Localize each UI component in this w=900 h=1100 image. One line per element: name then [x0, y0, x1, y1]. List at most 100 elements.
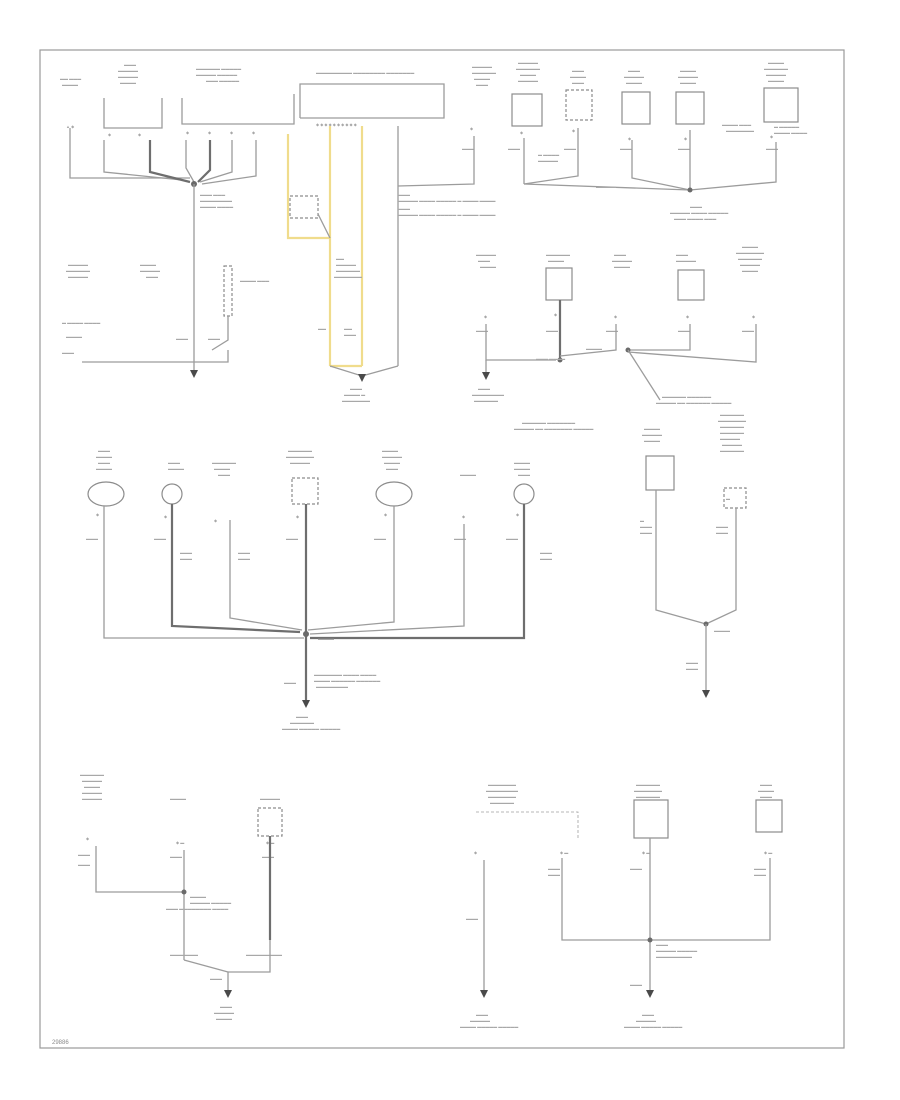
- svg-text:▬▬▬▬▬: ▬▬▬▬▬: [470, 1018, 490, 1023]
- ground-g104: [702, 690, 710, 698]
- svg-text:◆: ◆: [752, 314, 756, 319]
- svg-text:▬▬▬▬▬: ▬▬▬▬▬: [518, 60, 538, 65]
- svg-text:▬▬▬: ▬▬▬: [238, 556, 250, 561]
- svg-text:▬▬▬ ▬▬▬▬▬: ▬▬▬ ▬▬▬▬▬: [206, 78, 239, 83]
- svg-text:▬▬▬▬▬: ▬▬▬▬▬: [68, 274, 88, 279]
- svg-text:▬: ▬: [726, 496, 730, 501]
- svg-text:▬▬▬: ▬▬▬: [620, 146, 632, 151]
- svg-text:▬▬▬: ▬▬▬: [760, 782, 772, 787]
- sensor-c: [723, 487, 747, 509]
- wire-left-6: [199, 140, 233, 183]
- svg-text:▬▬▬▬▬▬: ▬▬▬▬▬▬: [490, 800, 514, 805]
- svg-text:▬▬▬▬▬: ▬▬▬▬▬: [678, 74, 698, 79]
- wire-tr-4: [631, 140, 691, 191]
- module-bracket-mid: [181, 94, 295, 125]
- svg-text:▬▬▬: ▬▬▬: [210, 976, 222, 981]
- svg-text:▬▬▬▬: ▬▬▬▬: [216, 1016, 232, 1021]
- svg-text:◆: ◆: [208, 130, 212, 135]
- right-park-lamp: [513, 483, 535, 505]
- wire-fuse-link: [317, 213, 331, 239]
- svg-text:◆: ◆: [96, 512, 100, 517]
- section-top-left: ▬▬ ▬▬▬▬▬▬▬ ▬▬▬▬▬▬▬▬▬▬▬▬▬▬▬▬▬ ▬▬▬▬▬▬ ▬▬▬▬…: [60, 62, 496, 403]
- svg-text:▬▬▬▬: ▬▬▬▬: [644, 438, 660, 443]
- svg-text:▬▬▬: ▬▬▬: [686, 666, 698, 671]
- svg-text:▬▬▬: ▬▬▬: [344, 332, 356, 337]
- svg-text:▬▬▬: ▬▬▬: [640, 524, 652, 529]
- svg-text:▬▬▬▬▬▬▬: ▬▬▬▬▬▬▬: [334, 274, 362, 279]
- svg-text:▬▬▬: ▬▬▬: [766, 146, 778, 151]
- svg-text:▬▬▬▬: ▬▬▬▬: [120, 80, 136, 85]
- svg-text:◆: ◆: [554, 312, 558, 317]
- svg-text:▬▬▬: ▬▬▬: [220, 1004, 232, 1009]
- svg-text:▬▬▬▬ ▬▬▬▬: ▬▬▬▬ ▬▬▬▬: [200, 204, 233, 209]
- svg-text:▬▬▬▬: ▬▬▬▬: [96, 466, 112, 471]
- relay-switch: [223, 265, 233, 317]
- svg-text:▬▬▬▬: ▬▬▬▬: [742, 268, 758, 273]
- svg-text:▬▬ ▬▬▬: ▬▬ ▬▬▬: [60, 76, 81, 81]
- component-labels-middle: ▬▬▬▬▬▬▬▬▬▬▬▬▬▬ ▬▬▬▬▬▬▬ ▬▬▬▬▬▬▬▬▬▬▬▬▬ ▬▬▬…: [96, 412, 746, 477]
- wire-br-4: [650, 858, 771, 941]
- svg-text:▬▬▬▬▬▬: ▬▬▬▬▬▬: [336, 268, 360, 273]
- splice-s5: [303, 631, 309, 637]
- svg-text:◆: ◆: [684, 136, 688, 141]
- svg-text:▬▬▬▬: ▬▬▬▬: [170, 796, 186, 801]
- svg-text:▬▬▬▬: ▬▬▬▬: [214, 466, 230, 471]
- figure-id: 29886: [52, 1040, 69, 1046]
- svg-text:▬▬▬▬▬▬▬▬: ▬▬▬▬▬▬▬▬: [486, 788, 518, 793]
- svg-text:▬▬▬: ▬▬▬: [630, 866, 642, 871]
- svg-text:▬▬▬▬: ▬▬▬▬: [514, 466, 530, 471]
- svg-text:▬▬▬▬: ▬▬▬▬: [318, 636, 334, 641]
- wire-m-9: [705, 508, 737, 625]
- svg-text:▬▬▬: ▬▬▬: [548, 872, 560, 877]
- svg-text:▬▬▬▬▬▬▬: ▬▬▬▬▬▬▬: [726, 128, 754, 133]
- sensor-a: [565, 89, 593, 121]
- svg-text:▬▬▬: ▬▬▬: [476, 1012, 488, 1017]
- svg-text:▬▬▬: ▬▬▬: [454, 536, 466, 541]
- svg-text:▬▬▬▬▬ ▬▬▬▬▬: ▬▬▬▬▬ ▬▬▬▬▬: [190, 900, 231, 905]
- svg-text:◆ ▬: ◆ ▬: [764, 850, 772, 855]
- svg-text:▬▬▬▬: ▬▬▬▬: [714, 628, 730, 633]
- diagram-border: [39, 49, 845, 1049]
- svg-text:▬▬▬▬: ▬▬▬▬: [62, 82, 78, 87]
- svg-text:▬▬▬▬▬: ▬▬▬▬▬: [612, 258, 632, 263]
- svg-text:▬▬▬▬▬▬: ▬▬▬▬▬▬: [636, 782, 660, 787]
- sensor-b: [677, 269, 705, 301]
- module-bracket-left: [103, 98, 163, 129]
- svg-text:▬▬▬▬: ▬▬▬▬: [644, 426, 660, 431]
- svg-text:◆: ◆: [138, 132, 142, 137]
- svg-text:▬▬▬: ▬▬▬: [78, 852, 90, 857]
- svg-text:▬▬▬: ▬▬▬: [466, 916, 478, 921]
- svg-text:▬▬▬: ▬▬▬: [642, 1012, 654, 1017]
- svg-text:▬▬▬▬▬: ▬▬▬▬▬: [214, 1010, 234, 1015]
- svg-text:▬▬▬: ▬▬▬: [218, 472, 230, 477]
- module-e: [645, 455, 675, 491]
- wire-r2-4: [628, 324, 691, 351]
- svg-text:▬ ▬▬▬▬ ▬▬▬▬: ▬ ▬▬▬▬ ▬▬▬▬: [62, 320, 100, 325]
- section-bottom-left: ▬▬▬▬▬▬▬▬▬▬▬▬▬▬▬▬▬▬▬▬▬▬▬▬▬ ▬▬▬▬ ▬▬▬▬▬ ◆◆ …: [78, 772, 283, 1021]
- svg-text:▬▬▬: ▬▬▬: [398, 206, 410, 211]
- svg-text:▬▬▬▬▬: ▬▬▬▬▬: [722, 442, 742, 447]
- svg-text:▬▬▬▬▬▬: ▬▬▬▬▬▬: [738, 256, 762, 261]
- svg-text:▬▬▬▬: ▬▬▬▬: [514, 460, 530, 465]
- svg-text:▬▬▬: ▬▬▬: [540, 556, 552, 561]
- wire-left-1: [69, 128, 190, 179]
- svg-text:▬▬▬▬▬▬: ▬▬▬▬▬▬: [66, 268, 90, 273]
- svg-text:▬▬▬: ▬▬▬: [146, 274, 158, 279]
- left-park-lamp: [161, 483, 183, 505]
- wire-tr-bus: [523, 183, 691, 191]
- svg-text:◆: ◆: [230, 130, 234, 135]
- section-middle: ▬▬▬▬▬▬ ▬▬▬▬▬▬▬▬▬▬▬▬ ▬▬ ▬▬▬▬▬▬▬ ▬▬▬▬▬ ▬▬▬…: [86, 412, 747, 731]
- fuse-block: [289, 195, 319, 219]
- svg-text:▬▬▬▬ ▬▬▬▬▬▬ ▬▬▬▬▬▬: ▬▬▬▬ ▬▬▬▬▬▬ ▬▬▬▬▬▬: [314, 678, 380, 683]
- svg-text:◆ ◆ ◆ ◆ ◆ ◆ ◆ ◆ ◆ ◆: ◆ ◆ ◆ ◆ ◆ ◆ ◆ ◆ ◆ ◆: [316, 122, 358, 127]
- ground-g106: [480, 990, 488, 998]
- svg-text:▬▬▬▬▬▬▬: ▬▬▬▬▬▬▬: [718, 418, 746, 423]
- svg-text:▬▬▬▬: ▬▬▬▬: [758, 788, 774, 793]
- svg-text:◆: ◆: [186, 130, 190, 135]
- svg-text:▬▬▬▬▬: ▬▬▬▬▬: [118, 74, 138, 79]
- svg-text:◆: ◆: [474, 850, 478, 855]
- svg-text:▬▬▬▬: ▬▬▬▬: [768, 78, 784, 83]
- left-headlamp: [87, 481, 125, 507]
- wire-br-2: [561, 858, 650, 941]
